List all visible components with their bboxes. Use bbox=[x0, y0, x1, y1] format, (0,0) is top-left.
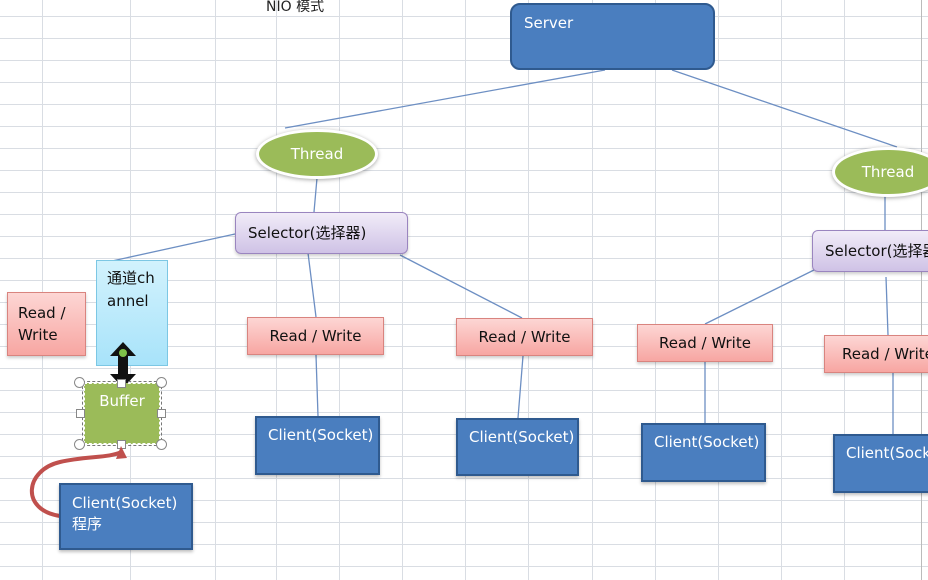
client-socket-node[interactable]: Client(Socket) bbox=[833, 434, 928, 493]
grid-column-line bbox=[592, 0, 593, 580]
grid-column-line bbox=[215, 0, 216, 580]
grid-column-line bbox=[921, 0, 922, 580]
connector bbox=[517, 355, 524, 419]
client-socket-node[interactable]: Client(Socket) bbox=[641, 423, 766, 482]
server-node[interactable]: Server bbox=[510, 3, 715, 70]
read-write-node[interactable]: Read / Write bbox=[824, 335, 928, 373]
grid-column-line bbox=[339, 0, 340, 580]
connector bbox=[307, 252, 317, 318]
buffer-node[interactable]: Buffer bbox=[82, 381, 162, 446]
resize-handle[interactable] bbox=[156, 439, 167, 450]
grid-column-line bbox=[465, 0, 466, 580]
grid-column-line bbox=[718, 0, 719, 580]
resize-handle[interactable] bbox=[76, 409, 85, 418]
connector bbox=[284, 69, 606, 129]
connector bbox=[704, 269, 815, 325]
resize-handle[interactable] bbox=[117, 379, 126, 388]
double-arrow-icon bbox=[110, 342, 136, 388]
grid-column-line bbox=[844, 0, 845, 580]
selector-node[interactable]: Selector(选择器) bbox=[812, 230, 928, 272]
grid-column-line bbox=[42, 0, 43, 580]
read-write-node[interactable]: Read / Write bbox=[637, 324, 773, 362]
selector-node[interactable]: Selector(选择器) bbox=[235, 212, 408, 254]
client-program-line1: Client(Socket) bbox=[72, 494, 178, 512]
connector bbox=[399, 254, 523, 319]
thread-node[interactable]: Thread bbox=[256, 129, 378, 179]
client-program-line2: 程序 bbox=[72, 515, 103, 533]
connector bbox=[885, 276, 889, 336]
grid-column-line bbox=[402, 0, 403, 580]
grid-column-line bbox=[528, 0, 529, 580]
resize-handle[interactable] bbox=[157, 409, 166, 418]
read-write-node[interactable]: Read / Write bbox=[7, 292, 86, 356]
connector bbox=[111, 233, 236, 262]
channel-node[interactable]: 通道channel bbox=[96, 260, 168, 366]
diagram-title: NIO 模式 bbox=[266, 0, 325, 15]
connector bbox=[315, 354, 319, 417]
client-socket-node[interactable]: Client(Socket) bbox=[255, 416, 380, 475]
rotate-handle bbox=[119, 349, 127, 357]
read-write-node[interactable]: Read / Write bbox=[456, 318, 593, 356]
connector bbox=[313, 177, 318, 213]
grid-column-line bbox=[655, 0, 656, 580]
resize-handle[interactable] bbox=[74, 377, 85, 388]
read-write-node[interactable]: Read / Write bbox=[247, 317, 384, 355]
client-program-node[interactable]: Client(Socket) 程序 bbox=[59, 483, 193, 550]
connector bbox=[671, 69, 898, 148]
client-socket-node[interactable]: Client(Socket) bbox=[456, 418, 579, 476]
grid-column-line bbox=[781, 0, 782, 580]
thread-node[interactable]: Thread bbox=[832, 147, 928, 197]
resize-handle[interactable] bbox=[156, 377, 167, 388]
grid-column-line bbox=[276, 0, 277, 580]
resize-handle[interactable] bbox=[74, 439, 85, 450]
